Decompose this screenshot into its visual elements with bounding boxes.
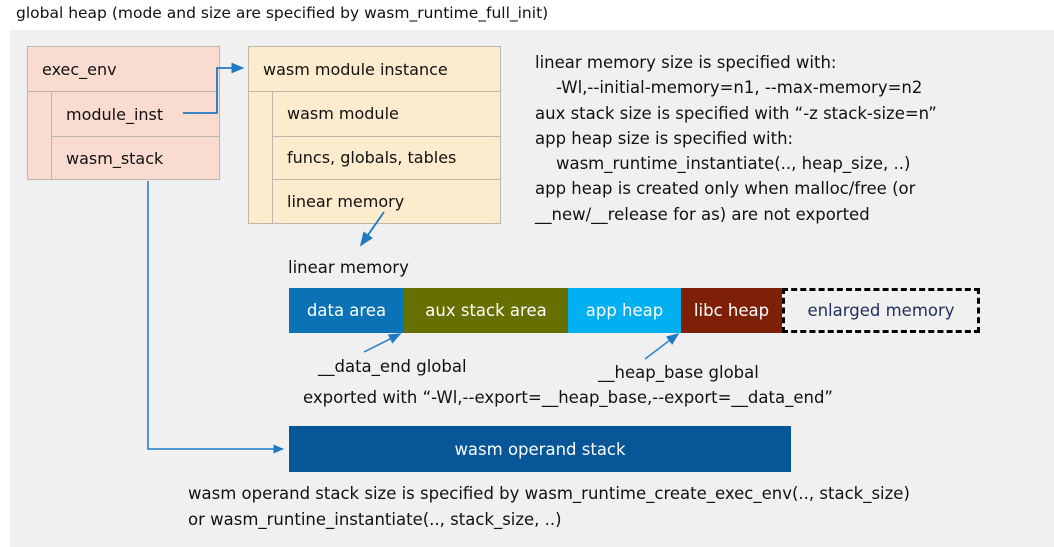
segment-app-heap: app heap — [568, 288, 681, 333]
field-module-inst: module_inst — [66, 104, 164, 124]
linear-memory-note: linear memory size is specified with: -W… — [535, 53, 937, 224]
linear-memory-label: linear memory — [288, 258, 409, 277]
segment-enlarged-memory: enlarged memory — [782, 288, 980, 333]
segment-aux-stack-area: aux stack area — [404, 288, 568, 333]
exec-env-header: exec_env — [28, 47, 219, 92]
exec-env-fields: module_inst wasm_stack — [52, 92, 219, 180]
field-funcs-globals-tables: funcs, globals, tables — [273, 135, 500, 180]
wasm-module-instance-body: wasm module funcs, globals, tables linea… — [249, 92, 500, 223]
segment-data-area: data area — [289, 288, 404, 333]
operand-stack-note: wasm operand stack size is specified by … — [188, 484, 910, 529]
field-linear-memory: linear memory — [273, 179, 500, 223]
callout-data-end: __data_end global — [318, 357, 467, 376]
exec-env-body: module_inst wasm_stack — [28, 92, 219, 180]
linear-memory-bar: data area aux stack area app heap libc h… — [289, 288, 980, 333]
wasm-module-instance-header: wasm module instance — [249, 47, 500, 92]
field-wasm-module: wasm module — [287, 104, 399, 124]
field-wasm-stack: wasm_stack — [52, 136, 219, 180]
segment-libc-heap: libc heap — [681, 288, 782, 333]
wasm-module-instance-box: wasm module instance wasm module funcs, … — [248, 46, 501, 224]
page-title: global heap (mode and size are specified… — [16, 4, 549, 22]
wasm-module-instance-gutter — [249, 92, 273, 223]
exec-env-box: exec_env module_inst wasm_stack — [27, 46, 220, 180]
wasm-module-instance-fields: wasm module funcs, globals, tables linea… — [273, 92, 500, 223]
callout-heap-base: __heap_base global — [598, 363, 759, 382]
exec-env-gutter — [28, 92, 52, 180]
wasm-operand-stack-box: wasm operand stack — [289, 426, 791, 472]
callout-exported: exported with “-Wl,--export=__heap_base,… — [303, 388, 833, 407]
